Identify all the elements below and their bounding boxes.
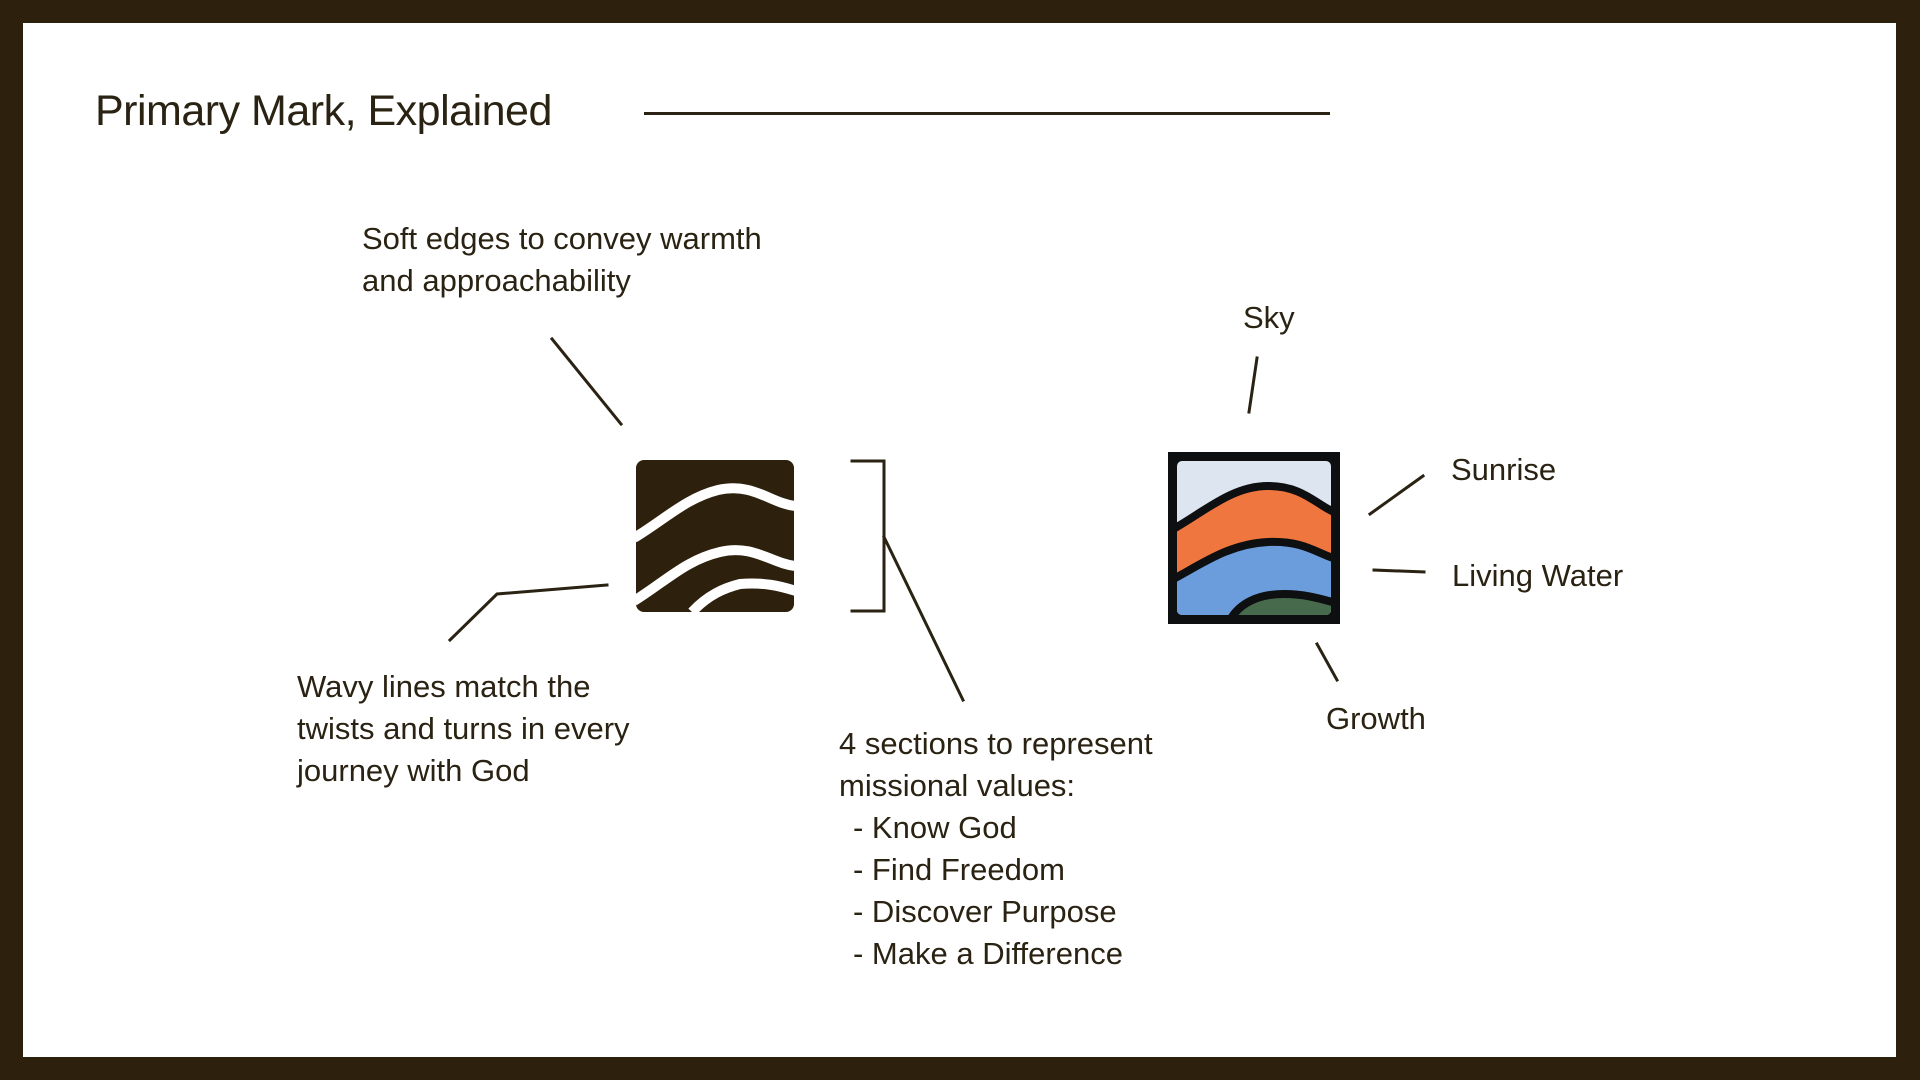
wavy-lines-line-2: twists and turns in every: [297, 711, 630, 746]
sky-leader: [1247, 356, 1259, 414]
wavy-lines-line-1: Wavy lines match the: [297, 669, 591, 704]
soft-edges-line-2: and approachability: [362, 263, 631, 298]
value-make-a-difference: - Make a Difference: [853, 936, 1123, 971]
sky-label: Sky: [1243, 300, 1295, 335]
sections-note: 4 sections to represent missional values…: [839, 723, 1153, 975]
living-water-leader: [1372, 568, 1426, 574]
wavy-lines-note: Wavy lines match the twists and turns in…: [297, 666, 630, 792]
sections-leader: [881, 534, 966, 703]
soft-edges-leader: [549, 336, 624, 427]
sections-bracket: [850, 459, 886, 613]
value-discover-purpose: - Discover Purpose: [853, 894, 1117, 929]
growth-leader: [1314, 641, 1340, 683]
growth-label: Growth: [1326, 701, 1426, 736]
sunrise-label: Sunrise: [1451, 452, 1557, 487]
living-water-label: Living Water: [1452, 558, 1624, 593]
soft-edges-line-1: Soft edges to convey warmth: [362, 221, 762, 256]
callout-lines: [447, 336, 1426, 703]
page-title: Primary Mark, Explained: [95, 87, 552, 135]
slide: Primary Mark, Explained: [23, 23, 1896, 1057]
sections-line-2: missional values:: [839, 768, 1076, 803]
sections-line-1: 4 sections to represent: [839, 726, 1153, 761]
primary-mark-color-icon: [1168, 452, 1340, 624]
value-find-freedom: - Find Freedom: [853, 852, 1065, 887]
title-divider: [644, 112, 1330, 115]
value-know-god: - Know God: [853, 810, 1017, 845]
wavy-lines-leader: [447, 583, 609, 643]
wavy-lines-line-3: journey with God: [297, 753, 530, 788]
soft-edges-note: Soft edges to convey warmth and approach…: [362, 218, 762, 302]
sunrise-leader: [1367, 473, 1426, 517]
primary-mark-dark-icon: [636, 460, 794, 612]
